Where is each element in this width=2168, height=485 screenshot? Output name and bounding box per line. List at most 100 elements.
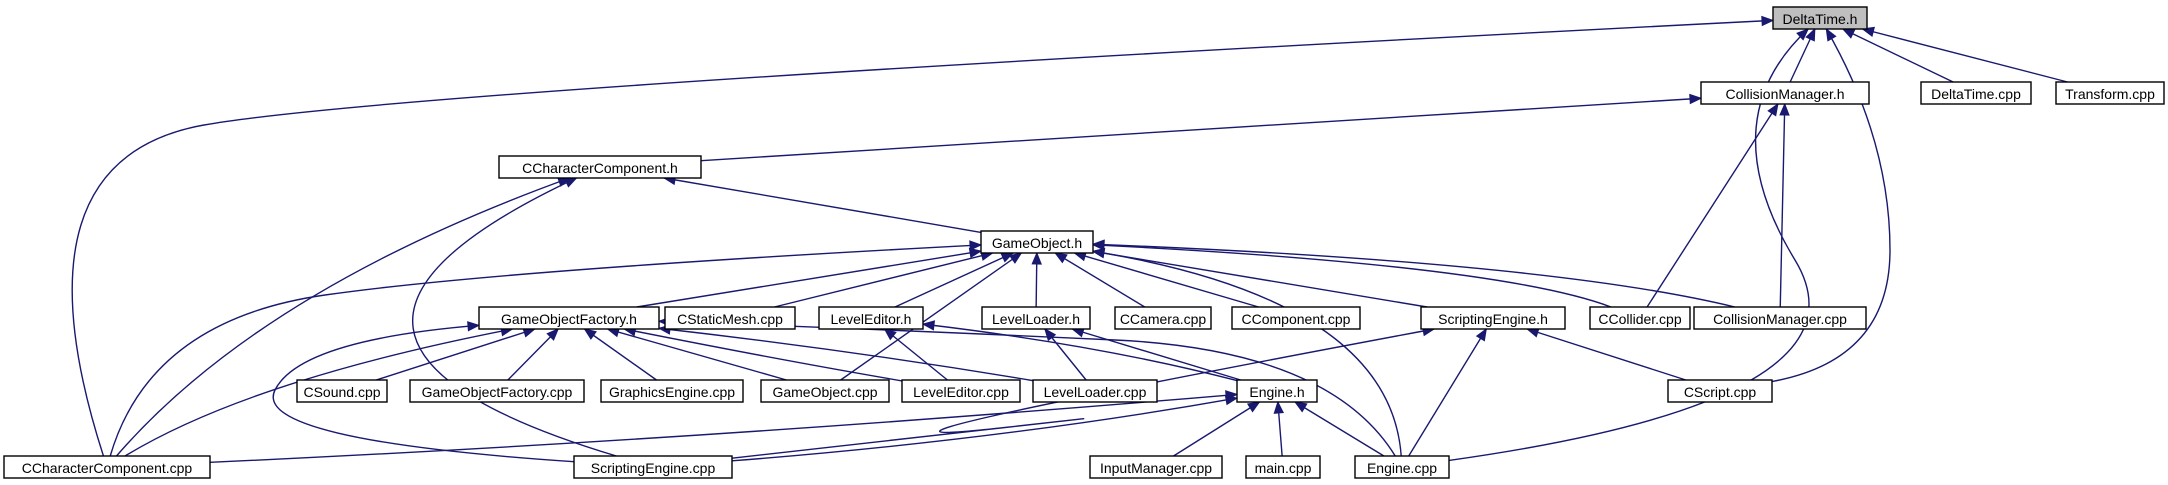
node-engine-h[interactable]: Engine.h [1236, 379, 1318, 403]
include-edge-levelloader_h-to-gameobject_h [1031, 251, 1042, 308]
node-label: Transform.cpp [2065, 86, 2155, 102]
include-edge-cscript_cpp-to-scriptingengine_h [1525, 327, 1687, 381]
node-ccharactercomponent-cpp[interactable]: CCharacterComponent.cpp [3, 455, 211, 479]
include-edge-main_cpp-to-engine_h [1273, 400, 1285, 457]
arrowhead [1841, 28, 1856, 39]
include-edge-engine_cpp-to-scriptingengine_h [1408, 327, 1487, 457]
node-ccamera-cpp[interactable]: CCamera.cpp [1114, 306, 1212, 330]
node-label: DeltaTime.h [1783, 11, 1858, 27]
arrowhead [546, 328, 560, 341]
arrowhead [1031, 251, 1042, 265]
arrowhead [1054, 252, 1068, 264]
include-edge-ccharactercomponent_h-to-collisionmanager_h [700, 93, 1703, 162]
node-gameobjectfactory-h[interactable]: GameObjectFactory.h [478, 306, 660, 330]
node-inputmanager-cpp[interactable]: InputManager.cpp [1089, 455, 1223, 479]
include-edge-ccharactercomponent_cpp-to-engine_h [209, 390, 1239, 464]
node-box [1667, 379, 1773, 403]
include-edge-collisionmanager_cpp-to-collisionmanager_h [1779, 102, 1790, 308]
node-label: CollisionManager.cpp [1713, 311, 1847, 327]
arrowhead [1779, 102, 1790, 116]
node-label: Engine.cpp [1367, 460, 1437, 476]
node-label: DeltaTime.cpp [1931, 86, 2021, 102]
node-box [1114, 306, 1212, 330]
node-gameobjectfactory-cpp[interactable]: GameObjectFactory.cpp [409, 379, 585, 403]
node-gameobject-cpp[interactable]: GameObject.cpp [760, 379, 890, 403]
node-label: InputManager.cpp [1100, 460, 1212, 476]
node-box [1700, 81, 1870, 105]
node-deltatime-h[interactable]: DeltaTime.h [1772, 6, 1868, 30]
node-cscript-cpp[interactable]: CScript.cpp [1667, 379, 1773, 403]
node-leveleditor-cpp[interactable]: LevelEditor.cpp [901, 379, 1021, 403]
arrowhead [583, 328, 597, 340]
node-levelloader-cpp[interactable]: LevelLoader.cpp [1032, 379, 1158, 403]
node-box [760, 379, 890, 403]
node-box [1245, 455, 1321, 479]
node-box [1032, 379, 1158, 403]
node-label: GameObject.h [992, 235, 1082, 251]
node-label: Engine.h [1249, 384, 1304, 400]
node-gameobject-h[interactable]: GameObject.h [980, 230, 1094, 254]
node-box [980, 230, 1094, 254]
include-edge-ccomponent_cpp-to-gameobject_h [1073, 251, 1259, 308]
node-graphicsengine-cpp[interactable]: GraphicsEngine.cpp [600, 379, 744, 403]
node-box [1772, 6, 1868, 30]
node-ccollider-cpp[interactable]: CCollider.cpp [1589, 306, 1691, 330]
include-edge-csound_cpp-to-gameobjectfactory_h [375, 327, 537, 381]
arrowhead [921, 320, 936, 331]
include-edge-scriptingengine_cpp-to-gameobjectfactory_h [272, 321, 575, 463]
node-levelloader-h[interactable]: LevelLoader.h [981, 306, 1091, 330]
node-leveleditor-h[interactable]: LevelEditor.h [818, 306, 924, 330]
node-label: CCamera.cpp [1120, 311, 1207, 327]
arrowhead [1091, 239, 1105, 250]
node-label: CSound.cpp [303, 384, 380, 400]
node-label: CStaticMesh.cpp [677, 311, 783, 327]
node-collisionmanager-cpp[interactable]: CollisionManager.cpp [1693, 306, 1867, 330]
arrowhead [1044, 327, 1057, 342]
node-box [409, 379, 585, 403]
node-deltatime-cpp[interactable]: DeltaTime.cpp [1920, 81, 2032, 105]
include-edge-inputmanager_cpp-to-engine_h [1173, 401, 1261, 457]
include-edge-engine_cpp-to-deltatime_h [1448, 28, 1810, 462]
node-scriptingengine-h[interactable]: ScriptingEngine.h [1420, 306, 1566, 330]
node-box [2055, 81, 2165, 105]
node-label: CCharacterComponent.h [522, 160, 678, 176]
include-edge-gameobject_h-to-ccharactercomponent_h [662, 174, 982, 234]
node-box [664, 306, 796, 330]
node-ccharactercomponent-h[interactable]: CCharacterComponent.h [498, 155, 702, 179]
include-edge-engine_cpp-to-gameobject_h [1091, 247, 1402, 457]
node-collisionmanager-h[interactable]: CollisionManager.h [1700, 81, 1870, 105]
node-label: GraphicsEngine.cpp [609, 384, 735, 400]
node-csound-cpp[interactable]: CSound.cpp [296, 379, 388, 403]
node-box [1693, 306, 1867, 330]
include-edge-ccharactercomponent_cpp-to-gameobject_h [109, 240, 983, 457]
node-engine-cpp[interactable]: Engine.cpp [1354, 455, 1450, 479]
arrowhead [1761, 15, 1775, 27]
include-edge-collisionmanager_h-to-deltatime_h [1789, 27, 1816, 83]
arrowhead [563, 177, 578, 188]
arrowhead [1293, 401, 1308, 413]
arrowhead [1796, 28, 1810, 41]
node-box [600, 379, 744, 403]
node-main-cpp[interactable]: main.cpp [1245, 455, 1321, 479]
include-edge-collisionmanager_cpp-to-gameobject_h [1091, 239, 1735, 308]
include-edge-leveleditor_h-to-gameobject_h [894, 252, 1015, 308]
include-edge-transform_cpp-to-deltatime_h [1861, 26, 2068, 83]
node-label: ScriptingEngine.h [1438, 311, 1548, 327]
arrowhead [467, 321, 481, 332]
node-scriptingengine-cpp[interactable]: ScriptingEngine.cpp [573, 455, 733, 479]
node-box [1354, 455, 1450, 479]
node-transform-cpp[interactable]: Transform.cpp [2055, 81, 2165, 105]
arrowhead [1475, 327, 1487, 342]
node-box [498, 155, 702, 179]
node-box [981, 306, 1091, 330]
node-label: GameObjectFactory.cpp [422, 384, 573, 400]
node-box [3, 455, 211, 479]
node-cstaticmesh-cpp[interactable]: CStaticMesh.cpp [664, 306, 796, 330]
node-ccomponent-cpp[interactable]: CComponent.cpp [1231, 306, 1361, 330]
include-edge-leveleditor_cpp-to-leveleditor_h [883, 328, 948, 381]
arrowhead [969, 240, 983, 251]
arrowhead [1805, 27, 1816, 42]
node-label: main.cpp [1255, 460, 1312, 476]
node-box [1589, 306, 1691, 330]
